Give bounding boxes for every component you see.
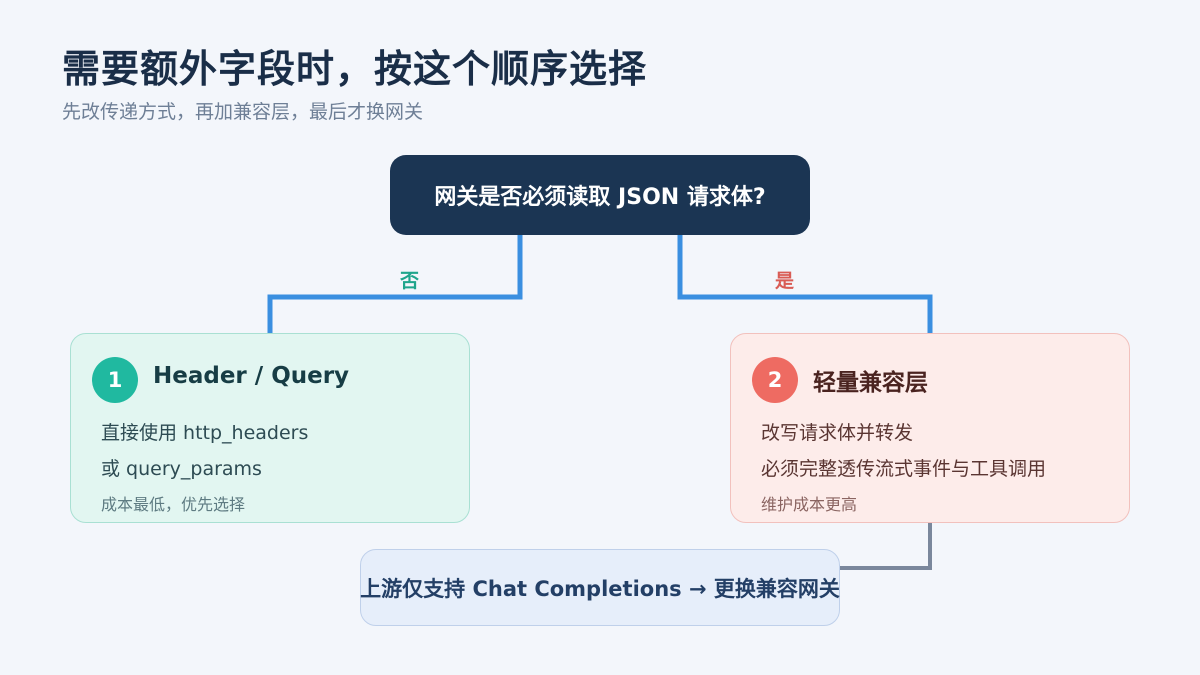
step-number-badge: 1 [92,357,138,403]
connector-yes-branch [677,235,933,333]
option-detail-line: 直接使用 http_headers [101,422,309,444]
option-card-header-query: 1 Header / Query 直接使用 http_headers 或 que… [70,333,470,523]
fallback-gateway-box: 上游仅支持 Chat Completions → 更换兼容网关 [360,549,840,626]
decision-question-text: 网关是否必须读取 JSON 请求体? [434,185,766,210]
page-title: 需要额外字段时，按这个顺序选择 [62,47,648,91]
connector-no-branch [267,235,523,333]
step-number-badge: 2 [752,357,798,403]
connector-fallback [840,523,932,570]
option-detail-line: 改写请求体并转发 [761,422,914,444]
branch-label-yes: 是 [775,270,795,292]
option-card-compat-layer: 2 轻量兼容层 改写请求体并转发 必须完整透传流式事件与工具调用 维护成本更高 [730,333,1130,523]
option-cost-note: 成本最低，优先选择 [101,495,246,514]
decision-question-node: 网关是否必须读取 JSON 请求体? [390,155,810,235]
option-detail-line: 或 query_params [101,458,262,480]
branch-label-no: 否 [400,270,420,292]
option-title: 轻量兼容层 [813,370,928,396]
fallback-text: 上游仅支持 Chat Completions → 更换兼容网关 [360,576,840,601]
option-title: Header / Query [153,363,350,389]
option-detail-line: 必须完整透传流式事件与工具调用 [761,458,1047,480]
option-cost-note: 维护成本更高 [761,495,858,514]
page-subtitle: 先改传递方式，再加兼容层，最后才换网关 [62,101,424,123]
